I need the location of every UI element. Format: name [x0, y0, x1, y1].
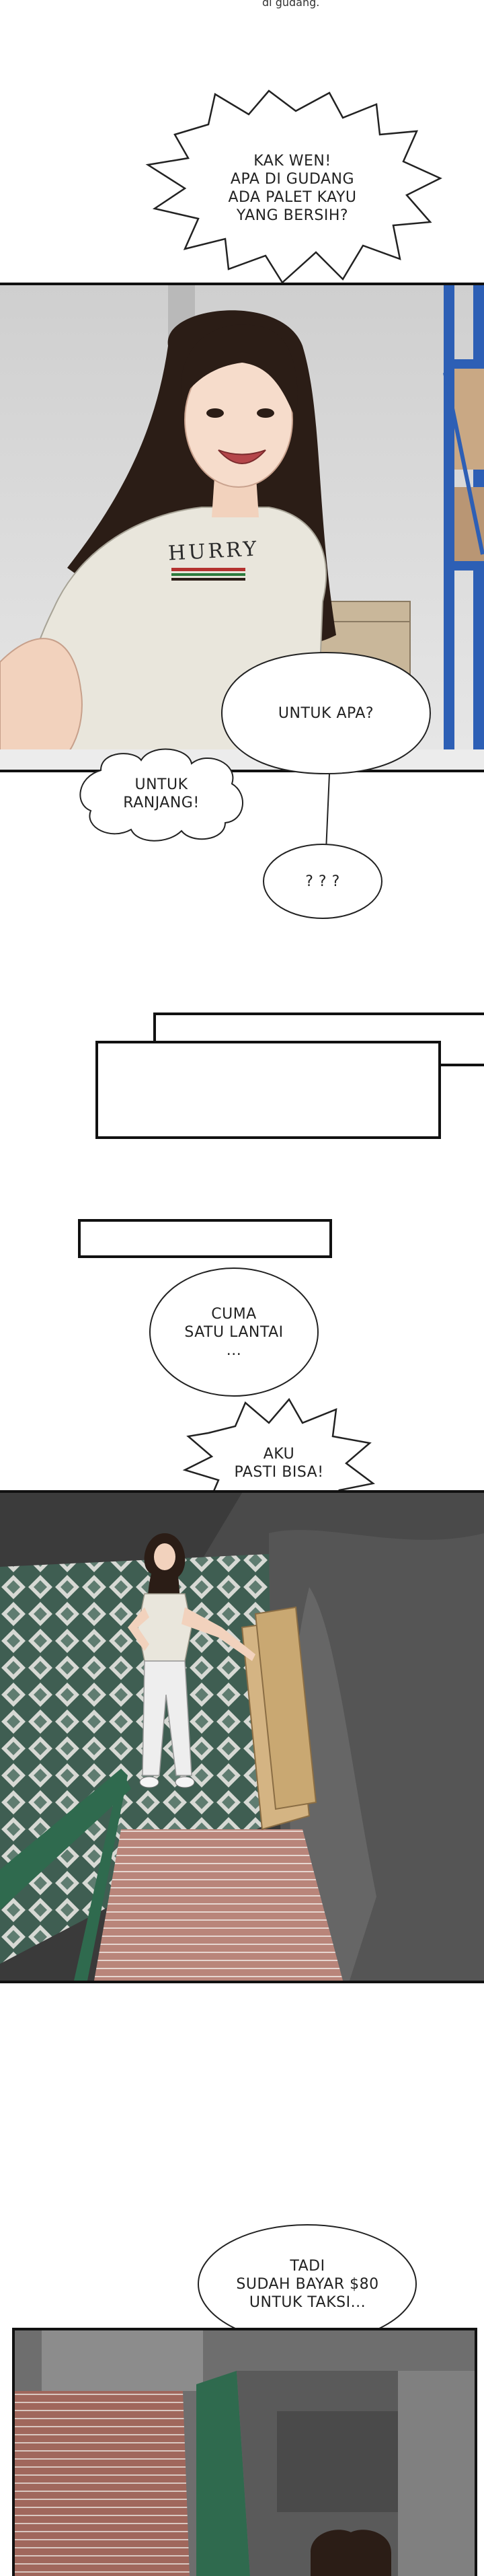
speech-bubble-cuma-satu-lantai: CUMA SATU LANTAI ...	[147, 1265, 321, 1399]
wavy-bubble-shape	[79, 748, 243, 842]
stairs-illustration	[15, 2330, 475, 2576]
bubble-text: UNTUK RANJANG!	[123, 776, 200, 811]
round-bubble-shape	[220, 651, 432, 775]
bubble-text: ? ? ?	[305, 873, 340, 890]
bubble-text: UNTUK APA?	[278, 704, 374, 722]
empty-frame-3	[78, 1219, 332, 1258]
bubble-text: TADI SUDAH BAYAR $80 UNTUK TAKSI...	[236, 2257, 379, 2311]
stairwell-illustration	[0, 1493, 484, 1981]
panel-stairs-bottom	[12, 2328, 477, 2576]
speech-bubble-untuk-apa: UNTUK APA?	[215, 642, 437, 784]
speech-bubble-kak-wen: KAK WEN! APA DI GUDANG ADA PALET KAYU YA…	[134, 87, 450, 289]
bubble-text: KAK WEN! APA DI GUDANG ADA PALET KAYU YA…	[228, 153, 357, 224]
bubble-text: CUMA SATU LANTAI ...	[184, 1305, 284, 1359]
spiky-bubble-shape	[145, 89, 442, 284]
warehouse-illustration	[0, 285, 484, 770]
speech-bubble-untuk-ranjang: UNTUK RANJANG!	[74, 743, 249, 844]
speech-bubble-question: ? ? ?	[259, 841, 387, 922]
empty-frame-2	[95, 1041, 441, 1139]
cut-off-caption: di gudang.	[262, 0, 320, 9]
bubble-text: AKU PASTI BISA!	[234, 1446, 324, 1481]
panel-stairwell	[0, 1490, 484, 1983]
round-bubble-shape	[263, 844, 382, 919]
round-bubble-shape	[149, 1267, 319, 1397]
speech-bubble-taksi: TADI SUDAH BAYAR $80 UNTUK TAKSI...	[195, 2220, 420, 2348]
bubble-tail	[325, 774, 330, 852]
shirt-print-text: HURRY	[167, 537, 260, 566]
